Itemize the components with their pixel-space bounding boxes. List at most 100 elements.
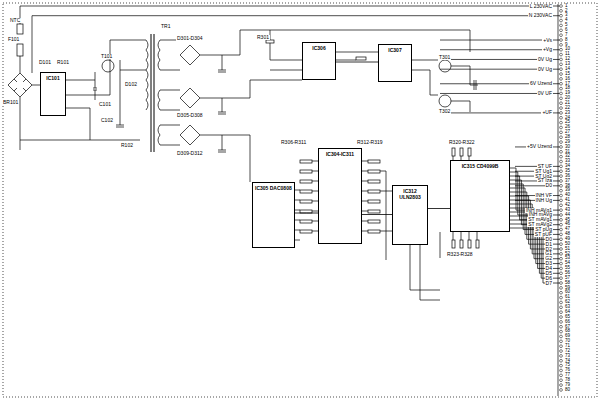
part-label: NTC (9, 18, 21, 23)
connector-pin (560, 116, 563, 119)
data-bus (510, 168, 560, 283)
connector-pin (560, 228, 563, 231)
connector-pin (560, 233, 563, 236)
transistor-symbol (102, 60, 114, 72)
component-designator: IC307 (388, 48, 401, 54)
connector-pin (560, 53, 563, 56)
connector-pin (560, 48, 563, 51)
connector-pin (560, 209, 563, 212)
pin-number: 31 (564, 150, 571, 155)
pin-number: 71 (564, 344, 571, 349)
connector-pin (560, 267, 563, 270)
pin-number: 1 (564, 4, 569, 9)
controller-ic: IC101 (40, 72, 66, 116)
wire (116, 60, 146, 127)
pin-number: 80 (564, 388, 571, 393)
part-label: T301 (438, 55, 451, 60)
pin-number: 73 (564, 354, 571, 359)
wire (270, 30, 438, 95)
component-designator: IC101 (46, 76, 59, 82)
pin-number: 38 (564, 184, 571, 189)
pin-number: 54 (564, 261, 571, 266)
part-label: R320-R322 (448, 140, 476, 145)
pin-number: 11 (564, 52, 571, 57)
connector-pin (560, 43, 563, 46)
pin-number: 4 (564, 18, 569, 23)
transistor-symbol (439, 60, 451, 72)
capacitor-symbol (218, 55, 226, 152)
part-label: D102 (124, 82, 138, 87)
connector-pin (560, 214, 563, 217)
wire (380, 171, 440, 300)
ntc-resistor-symbol (17, 24, 23, 34)
pin-number: 77 (564, 373, 571, 378)
pin-number: 68 (564, 329, 571, 334)
bus-wire (510, 228, 560, 283)
signal-name: N 230VAC (528, 13, 553, 18)
optocoupler-block: IC304-IC311 (318, 148, 362, 244)
connector-pin (560, 160, 563, 163)
connector-pin (560, 218, 563, 221)
connector-pin (560, 58, 563, 61)
pin-number: 25 (564, 120, 571, 125)
connector-pin (560, 24, 563, 27)
pin-number: 10 (564, 47, 571, 52)
connector-pin (560, 189, 563, 192)
sheet-border (3, 3, 597, 397)
pin-number: 29 (564, 140, 571, 145)
transformer-core (154, 34, 155, 152)
pin-number: 50 (564, 242, 571, 247)
pin-number: 42 (564, 203, 571, 208)
connector-pin (560, 379, 563, 382)
pin-number: 76 (564, 368, 571, 373)
connector-pin (560, 374, 563, 377)
connector-pin (560, 330, 563, 333)
regulator-ic: IC307 (378, 44, 412, 82)
signal-wire (428, 208, 450, 209)
connector-pin (560, 364, 563, 367)
pin-number: 36 (564, 174, 571, 179)
pin-number: 14 (564, 67, 571, 72)
pin-number: 45 (564, 218, 571, 223)
signal-name: 0V UF (537, 91, 553, 96)
part-label: R312-R319 (356, 140, 384, 145)
pin-number: 51 (564, 247, 571, 252)
fuse-symbol (17, 44, 23, 56)
pin-number: 30 (564, 145, 571, 150)
connector-pin (560, 369, 563, 372)
connector-pin (560, 262, 563, 265)
regulator-ic: IC306 (302, 42, 336, 80)
wire (66, 40, 146, 140)
pin-number: 72 (564, 349, 571, 354)
connector-pin (560, 355, 563, 358)
part-label: TR1 (160, 24, 171, 29)
connector-pin (560, 34, 563, 37)
bus-wire (510, 192, 560, 239)
connector-pins (560, 5, 563, 392)
connector-pin (560, 306, 563, 309)
bus-wire (510, 188, 560, 234)
pin-number: 78 (564, 378, 571, 383)
pin-number: 22 (564, 106, 571, 111)
pin-number: 2 (564, 9, 569, 14)
part-label: F101 (7, 37, 20, 42)
component-designator: IC304-IC311 (326, 152, 354, 158)
connector-pin (560, 286, 563, 289)
part-label: R301 (256, 35, 270, 40)
pin-number: 61 (564, 295, 571, 300)
connector-pin (560, 252, 563, 255)
signal-name: D7 (545, 281, 553, 286)
capacitor-symbol (93, 72, 97, 100)
pin-number: 28 (564, 135, 571, 140)
connector-pin (560, 136, 563, 139)
connector-pin (560, 248, 563, 251)
part-label: D309-D312 (176, 151, 204, 156)
transistor-symbol (439, 95, 451, 107)
connector-pin (560, 389, 563, 392)
bus-wire (510, 200, 560, 249)
connector-pin (560, 39, 563, 42)
connector-pin (560, 170, 563, 173)
pin-number: 34 (564, 164, 571, 169)
